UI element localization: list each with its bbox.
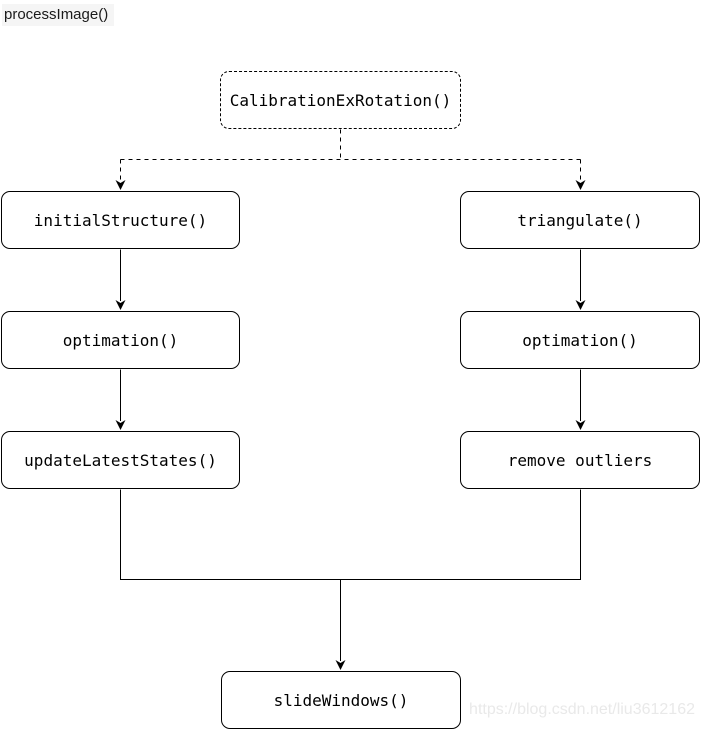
- arrowhead-optimation-right: [575, 300, 586, 310]
- arrowhead-optimation-left: [115, 300, 126, 310]
- arrowhead-remove-outliers: [575, 420, 586, 430]
- connector-merge: [120, 489, 581, 580]
- node-remove-outliers: remove outliers: [460, 431, 700, 489]
- page-title: processImage(): [2, 4, 115, 26]
- node-calibration-ex-rotation: CalibrationExRotation(): [220, 71, 461, 129]
- arrowhead-update-states: [115, 420, 126, 430]
- node-initial-structure: initialStructure(): [1, 191, 240, 249]
- watermark-text: https://blog.csdn.net/liu3612162: [469, 701, 695, 718]
- node-optimation-left: optimation(): [1, 311, 240, 369]
- node-optimation-right: optimation(): [460, 311, 700, 369]
- arrowhead-initial-structure: [115, 180, 126, 190]
- node-update-latest-states: updateLatestStates(): [1, 431, 240, 489]
- arrowhead-slide-windows: [335, 660, 346, 670]
- node-triangulate: triangulate(): [460, 191, 700, 249]
- node-slide-windows: slideWindows(): [221, 671, 461, 729]
- arrowhead-triangulate: [575, 180, 586, 190]
